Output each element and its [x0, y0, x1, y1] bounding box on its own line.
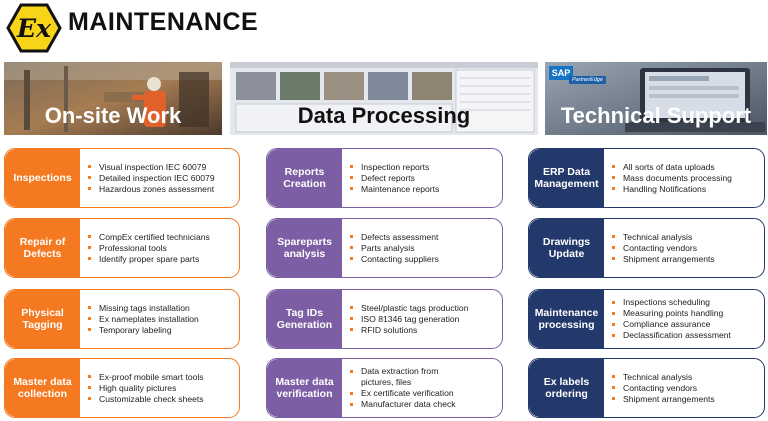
- banner-label: Technical Support: [560, 103, 752, 128]
- card-title: Drawings Update: [529, 219, 604, 277]
- software-screenshot: [230, 62, 538, 135]
- sap-badge: SAP: [549, 66, 573, 80]
- list-item: Detailed inspection IEC 60079: [85, 173, 233, 184]
- list-item: Shipment arrangements: [609, 394, 758, 405]
- list-item: Missing tags installation: [85, 303, 233, 314]
- list-item: Data extraction from pictures, files: [347, 366, 467, 388]
- card-title: Inspections: [5, 149, 80, 207]
- svg-text:Ex: Ex: [16, 14, 52, 43]
- card-inspections: Inspections Visual inspection IEC 60079 …: [4, 148, 240, 208]
- list-item: Contacting vendors: [609, 243, 758, 254]
- list-item: Professional tools: [85, 243, 233, 254]
- card-title: Spareparts analysis: [267, 219, 342, 277]
- partner-edge-label: PartnerEdge: [569, 76, 606, 84]
- card-title: Maintenance processing: [529, 290, 604, 348]
- banner-label: On-site Work: [44, 103, 182, 128]
- card-title: Master data collection: [5, 359, 80, 417]
- card-title: Physical Tagging: [5, 290, 80, 348]
- sap-partner-badge: SAP PartnerEdge: [549, 66, 613, 90]
- list-item: All sorts of data uploads: [609, 162, 758, 173]
- list-item: ISO 81346 tag generation: [347, 314, 496, 325]
- list-item: Hazardous zones assessment: [85, 184, 233, 195]
- list-item: Contacting suppliers: [347, 254, 496, 265]
- card-title: Reports Creation: [267, 149, 342, 207]
- card-bullets: All sorts of data uploads Mass documents…: [609, 149, 758, 207]
- list-item: Manufacturer data check: [347, 399, 496, 410]
- list-item: Ex nameplates installation: [85, 314, 233, 325]
- list-item: Defect reports: [347, 173, 496, 184]
- list-item: Mass documents processing: [609, 173, 758, 184]
- list-item: Compliance assurance: [609, 319, 758, 330]
- card-title: ERP Data Management: [529, 149, 604, 207]
- card-erp-data-management: ERP Data Management All sorts of data up…: [528, 148, 765, 208]
- list-item: RFID solutions: [347, 325, 496, 336]
- list-item: Parts analysis: [347, 243, 496, 254]
- card-bullets: Inspection reports Defect reports Mainte…: [347, 149, 496, 207]
- card-master-data-verification: Master data verification Data extraction…: [266, 358, 503, 418]
- header: Ex MAINTENANCE: [0, 0, 768, 56]
- banner-on-site-work: On-site Work: [4, 62, 222, 135]
- card-title: Repair of Defects: [5, 219, 80, 277]
- list-item: Technical analysis: [609, 372, 758, 383]
- card-tag-ids-generation: Tag IDs Generation Steel/plastic tags pr…: [266, 289, 503, 349]
- list-item: Temporary labeling: [85, 325, 233, 336]
- page-title: MAINTENANCE: [68, 8, 259, 36]
- list-item: Ex-proof mobile smart tools: [85, 372, 233, 383]
- card-bullets: CompEx certified technicians Professiona…: [85, 219, 233, 277]
- card-reports-creation: Reports Creation Inspection reports Defe…: [266, 148, 503, 208]
- card-bullets: Visual inspection IEC 60079 Detailed ins…: [85, 149, 233, 207]
- list-item: Inspections scheduling: [609, 297, 758, 308]
- card-maintenance-processing: Maintenance processing Inspections sched…: [528, 289, 765, 349]
- list-item: Ex certificate verification: [347, 388, 496, 399]
- industrial-photo: [4, 62, 222, 135]
- banner-label: Data Processing: [297, 103, 471, 128]
- list-item: Visual inspection IEC 60079: [85, 162, 233, 173]
- card-bullets: Steel/plastic tags production ISO 81346 …: [347, 290, 496, 348]
- card-bullets: Technical analysis Contacting vendors Sh…: [609, 359, 758, 417]
- card-bullets: Ex-proof mobile smart tools High quality…: [85, 359, 233, 417]
- list-item: CompEx certified technicians: [85, 232, 233, 243]
- card-physical-tagging: Physical Tagging Missing tags installati…: [4, 289, 240, 349]
- card-title: Tag IDs Generation: [267, 290, 342, 348]
- list-item: Defects assessment: [347, 232, 496, 243]
- card-bullets: Inspections scheduling Measuring points …: [609, 290, 758, 348]
- card-bullets: Defects assessment Parts analysis Contac…: [347, 219, 496, 277]
- card-repair-of-defects: Repair of Defects CompEx certified techn…: [4, 218, 240, 278]
- list-item: Inspection reports: [347, 162, 496, 173]
- list-item: Steel/plastic tags production: [347, 303, 496, 314]
- card-title: Ex labels ordering: [529, 359, 604, 417]
- list-item: Maintenance reports: [347, 184, 496, 195]
- list-item: Handling Notifications: [609, 184, 758, 195]
- list-item: High quality pictures: [85, 383, 233, 394]
- list-item: Customizable check sheets: [85, 394, 233, 405]
- card-master-data-collection: Master data collection Ex-proof mobile s…: [4, 358, 240, 418]
- card-ex-labels-ordering: Ex labels ordering Technical analysis Co…: [528, 358, 765, 418]
- card-title: Master data verification: [267, 359, 342, 417]
- banner-data-processing: Data Processing: [230, 62, 538, 135]
- list-item: Technical analysis: [609, 232, 758, 243]
- ex-hexagon-logo-icon: Ex: [6, 3, 62, 53]
- list-item: Measuring points handling: [609, 308, 758, 319]
- card-drawings-update: Drawings Update Technical analysis Conta…: [528, 218, 765, 278]
- card-bullets: Data extraction from pictures, files Ex …: [347, 359, 496, 417]
- banner-technical-support: SAP PartnerEdge Technical Support: [545, 62, 767, 135]
- list-item: Contacting vendors: [609, 383, 758, 394]
- list-item: Declassification assessment: [609, 330, 758, 341]
- list-item: Shipment arrangements: [609, 254, 758, 265]
- card-spareparts-analysis: Spareparts analysis Defects assessment P…: [266, 218, 503, 278]
- card-bullets: Missing tags installation Ex nameplates …: [85, 290, 233, 348]
- list-item: Identify proper spare parts: [85, 254, 233, 265]
- laptop-photo: [545, 62, 767, 135]
- card-bullets: Technical analysis Contacting vendors Sh…: [609, 219, 758, 277]
